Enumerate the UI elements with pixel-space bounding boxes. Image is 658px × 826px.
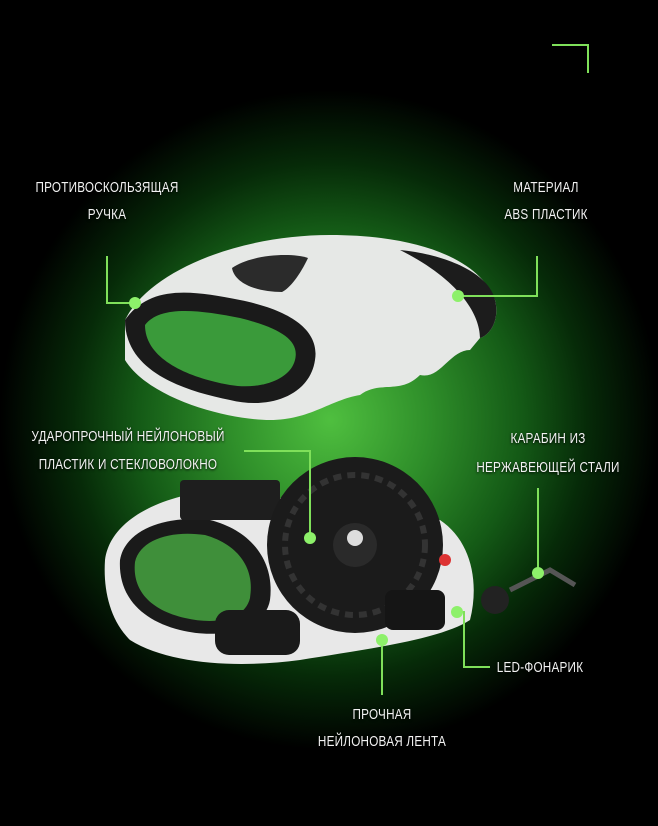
top-dark-band: [0, 0, 658, 75]
bottom-base-image: [104, 457, 577, 664]
label-line: МАТЕРИАЛ: [513, 179, 579, 196]
callout-dot-handle: [129, 297, 141, 309]
label-line: НЕЙЛОНОВАЯ ЛЕНТА: [317, 733, 447, 750]
label-line: ПРОТИВОСКОЛЬЗЯЩАЯ: [35, 179, 179, 196]
callout-dot-nylon: [304, 532, 316, 544]
label-line: LED-ФОНАРИК: [496, 659, 584, 676]
label-line: ABS ПЛАСТИК: [504, 206, 588, 223]
callout-line-nylon: [244, 450, 311, 538]
callout-dot-material: [452, 290, 464, 302]
label-line: УДАРОПРОЧНЫЙ НЕЙЛОНОВЫЙ: [31, 428, 225, 445]
label-led: LED-ФОНАРИК: [493, 654, 587, 681]
label-anti-slip-handle: ПРОТИВОСКОЛЬЗЯЩАЯ РУЧКА: [29, 174, 185, 228]
bottom-dark-band: [0, 756, 658, 826]
label-carabiner: КАРАБИН ИЗ НЕРЖАВЕЮЩЕЙ СТАЛИ: [470, 424, 626, 482]
label-line: НЕРЖАВЕЮЩЕЙ СТАЛИ: [476, 459, 620, 476]
label-nylon-plastic: УДАРОПРОЧНЫЙ НЕЙЛОНОВЫЙ ПЛАСТИК И СТЕКЛО…: [11, 423, 245, 479]
callout-line-handle: [106, 256, 135, 304]
label-material: МАТЕРИАЛ ABS ПЛАСТИК: [468, 174, 624, 228]
callout-dot-led: [451, 606, 463, 618]
label-line: КАРАБИН ИЗ: [510, 430, 586, 447]
corner-bracket: [552, 44, 589, 73]
label-line: ПРОЧНАЯ: [352, 706, 412, 723]
callout-dot-tape: [376, 634, 388, 646]
callout-dot-carabiner: [532, 567, 544, 579]
label-tape: ПРОЧНАЯ НЕЙЛОНОВАЯ ЛЕНТА: [304, 701, 460, 755]
label-line: РУЧКА: [87, 206, 127, 223]
top-shell-image: [125, 235, 497, 420]
callout-line-material: [458, 256, 538, 297]
label-line: ПЛАСТИК И СТЕКЛОВОЛОКНО: [38, 456, 218, 473]
